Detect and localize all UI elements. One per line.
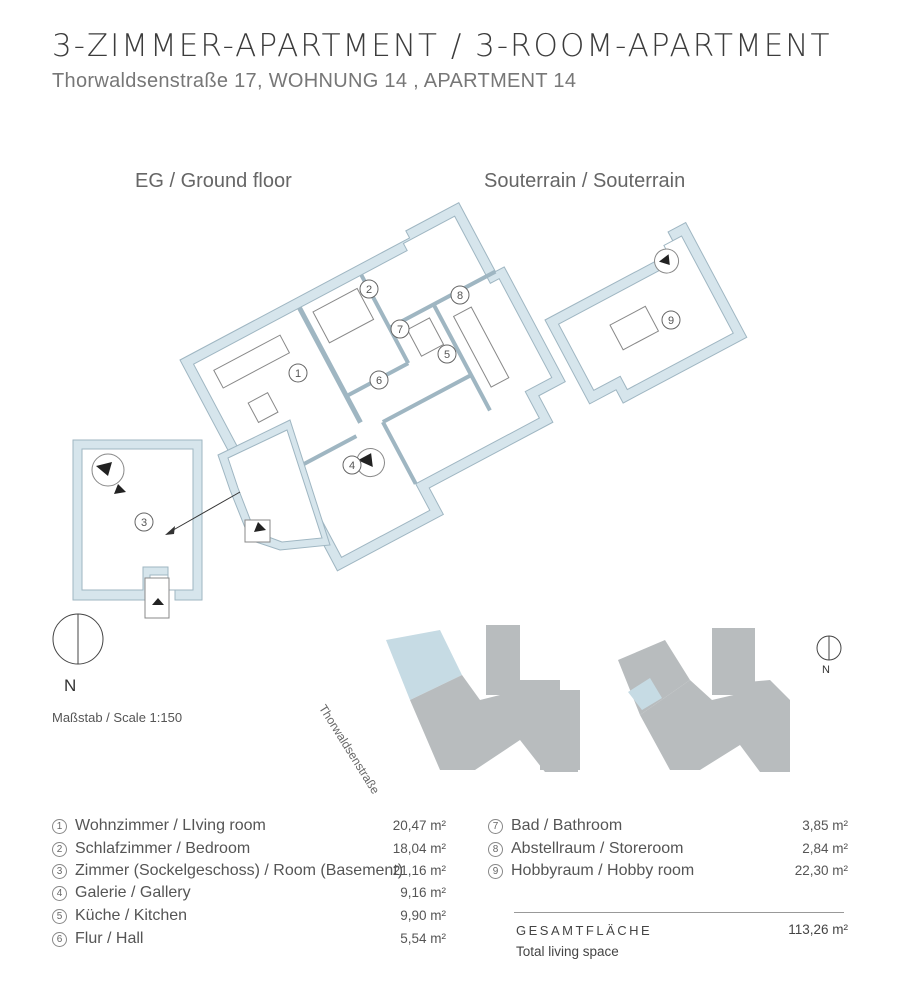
- legend-name: Wohnzimmer / LIving room: [75, 817, 266, 834]
- marker-3: 3: [141, 517, 147, 529]
- legend-name: Galerie / Gallery: [75, 884, 191, 901]
- marker-6: 6: [376, 375, 382, 387]
- legend-item: 8 Abstellraum / Storeroom: [488, 838, 684, 860]
- total-sublabel: Total living space: [516, 944, 619, 959]
- legend-num: 1: [52, 818, 67, 834]
- legend-area: 22,30 m²: [794, 863, 848, 878]
- north-label: N: [64, 676, 77, 695]
- legend-item: 2 Schlafzimmer / Bedroom: [52, 838, 250, 860]
- marker-2: 2: [366, 284, 372, 296]
- legend-item: 9 Hobbyraum / Hobby room: [488, 860, 694, 882]
- site-map-souterrain: [618, 628, 790, 772]
- legend-name: Flur / Hall: [75, 930, 144, 947]
- marker-9: 9: [668, 315, 674, 327]
- legend-num: 3: [52, 863, 67, 879]
- legend-item: 7 Bad / Bathroom: [488, 815, 622, 837]
- legend-num: 6: [52, 931, 67, 947]
- entrance-wing: [217, 419, 331, 551]
- legend-num: 7: [488, 818, 503, 834]
- marker-5: 5: [444, 349, 450, 361]
- legend-area: 5,54 m²: [400, 931, 446, 946]
- legend-area: 18,04 m²: [392, 841, 446, 856]
- legend-item: 5 Küche / Kitchen: [52, 905, 187, 927]
- legend-name: Bad / Bathroom: [511, 817, 623, 834]
- marker-7: 7: [397, 324, 403, 336]
- souterrain-plan: [544, 221, 748, 405]
- scale-label: Maßstab / Scale 1:150: [52, 710, 183, 725]
- legend-area: 9,90 m²: [400, 908, 446, 923]
- total-label: GESAMTFLÄCHE: [516, 923, 653, 938]
- page-title: 3-ZIMMER-APARTMENT / 3-ROOM-APARTMENT: [52, 28, 832, 64]
- legend-num: 4: [52, 885, 67, 901]
- compass-icon: [52, 613, 104, 665]
- legend-name: Abstellraum / Storeroom: [511, 840, 684, 857]
- compass-small-icon: [816, 635, 842, 661]
- ground-floor-label: EG / Ground floor: [135, 170, 292, 192]
- legend-area: 20,47 m²: [392, 818, 446, 833]
- legend-item: 1 Wohnzimmer / LIving room: [52, 815, 266, 837]
- page-subtitle: Thorwaldsenstraße 17, WOHNUNG 14 , APART…: [52, 70, 577, 92]
- legend-num: 9: [488, 863, 503, 879]
- legend-area: 3,85 m²: [802, 818, 848, 833]
- marker-8: 8: [457, 290, 463, 302]
- legend-name: Küche / Kitchen: [75, 907, 188, 924]
- basement-room-3: [72, 439, 241, 619]
- marker-4: 4: [349, 460, 355, 472]
- legend-item: 6 Flur / Hall: [52, 928, 143, 950]
- legend-area: 9,16 m²: [400, 885, 446, 900]
- marker-1: 1: [295, 368, 301, 380]
- legend-item: 4 Galerie / Gallery: [52, 882, 191, 904]
- legend-num: 8: [488, 841, 503, 857]
- legend-num: 2: [52, 841, 67, 857]
- legend-name: Hobbyraum / Hobby room: [511, 862, 695, 879]
- legend-item: 3 Zimmer (Sockelgeschoss) / Room (Baseme…: [52, 860, 403, 882]
- legend-num: 5: [52, 908, 67, 924]
- room-markers: 1 2 3 4 5 6 7 8 9: [134, 279, 681, 532]
- north-label-small: N: [822, 664, 830, 676]
- total-value: 113,26 m²: [788, 922, 848, 937]
- legend-name: Schlafzimmer / Bedroom: [75, 840, 251, 857]
- basement-floor-label: Souterrain / Souterrain: [484, 170, 686, 192]
- site-map-ground: [386, 625, 580, 772]
- legend-name: Zimmer (Sockelgeschoss) / Room (Basement…: [75, 862, 404, 879]
- legend-area: 2,84 m²: [802, 841, 848, 856]
- total-divider: [514, 912, 844, 913]
- ground-floor-plan: [179, 202, 566, 572]
- legend-area: 21,16 m²: [392, 863, 446, 878]
